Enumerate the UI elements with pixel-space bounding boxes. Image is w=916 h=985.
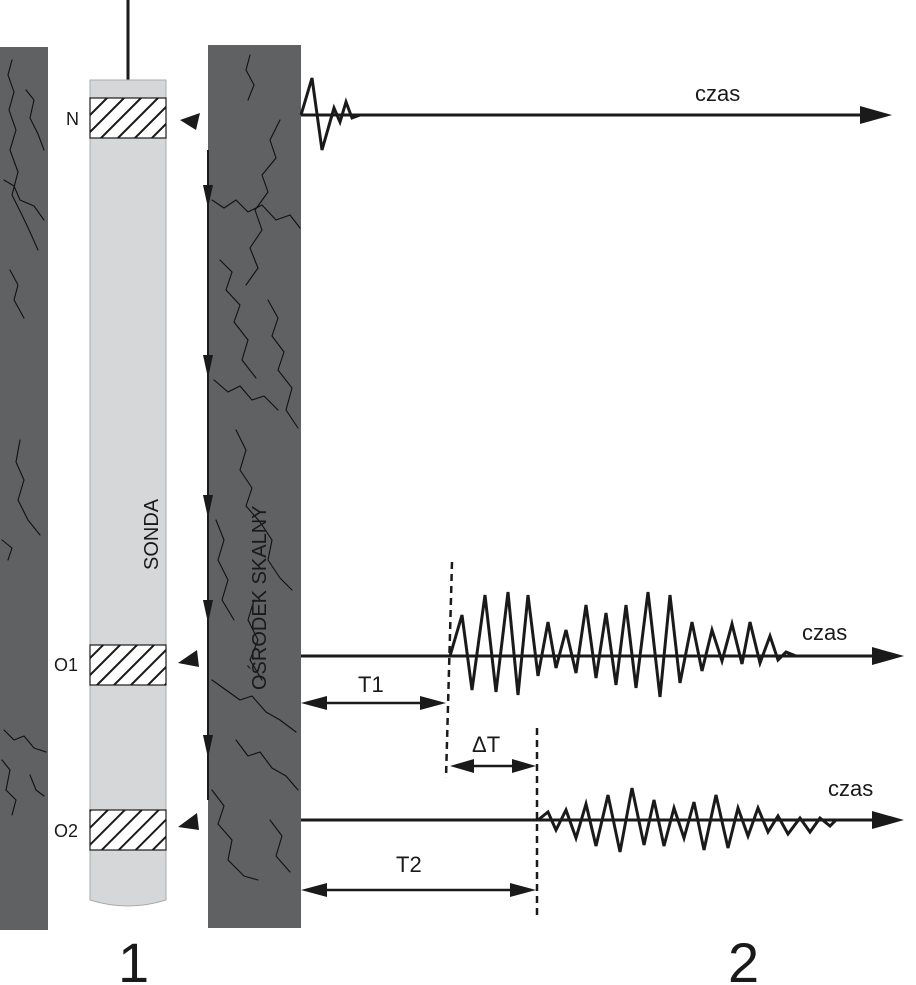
rock-wall-body [208,45,301,928]
time-axis-top-arrowhead [860,106,892,124]
rock-wall-crack [211,789,259,881]
time-label-top: czas [695,81,740,106]
left-wall-crack [29,774,45,797]
wave-direction-arrow [203,735,213,758]
wave-direction-arrow [203,355,213,378]
rock-medium-label: OŚRODEK SKALNY [247,505,271,690]
receiver1-pointer [178,650,199,667]
rock-wall-crack [267,299,299,429]
receiver1-element [89,644,167,686]
rock-wall-crack [211,199,301,229]
left-wall-crack [1,539,13,561]
delta-t-dimension: ΔT [450,732,536,773]
rock-wall-crack [245,54,255,101]
left-borehole-wall [0,47,48,930]
wave-direction-arrow [203,495,213,518]
rock-wall-crack [235,429,293,591]
t1-arrowhead-right [420,696,446,710]
left-wall-crack [25,89,45,151]
rock-wall-crack [269,819,291,873]
transmitter-pointer [180,113,200,130]
rock-wall-crack [219,259,257,379]
t1-arrowhead-left [301,696,327,710]
rock-wall-crack [211,679,297,733]
received-waveform-o1 [448,591,797,698]
rock-wall-crack [247,599,263,681]
part-number-2: 2 [728,931,759,985]
left-wall-crack [3,729,47,753]
probe-body [89,79,167,907]
rock-wall-crack [245,119,281,286]
transmitter-label: N [66,109,79,129]
rock-wall-crack [213,379,279,411]
rock-wall-crack [235,739,299,791]
receiver2-pointer [178,813,199,830]
t1-label: T1 [358,672,384,697]
arrival-marker-o1 [444,561,454,779]
wave-direction-arrow [203,600,213,623]
time-label-bottom: czas [828,776,873,801]
t2-arrowhead-left [301,883,327,897]
probe-label: SONDA [141,498,163,570]
probe: SONDA [89,79,167,907]
time-label-mid: czas [802,620,847,645]
wave-path [203,150,213,800]
part-number-1: 1 [118,931,149,985]
left-wall-body [0,47,48,930]
rock-wall-crack [215,519,235,621]
left-wall-crack [7,59,39,251]
delta-t-arrowhead-right [512,759,536,773]
delta-t-label: ΔT [472,732,500,757]
t2-arrowhead-right [510,883,536,897]
receiver2-label: O2 [54,821,78,841]
delta-t-arrowhead-left [450,759,474,773]
transmitted-pulse [299,77,361,151]
receiver2-element [89,809,167,851]
transmitter-element [89,97,167,139]
wave-direction-arrow [203,185,213,208]
received-waveform-o2 [537,787,838,853]
time-axis-mid-arrowhead [872,647,904,665]
rock-medium-wall: OŚRODEK SKALNY [208,45,301,928]
time-axis-bottom-arrowhead [872,811,904,829]
t2-dimension: T2 [301,852,536,897]
receiver1-label: O1 [54,655,78,675]
left-wall-crack [15,439,41,536]
left-wall-crack [9,269,25,319]
t1-dimension: T1 [301,672,446,710]
left-wall-crack [3,179,45,221]
left-wall-crack [1,759,17,816]
t2-label: T2 [396,852,422,877]
